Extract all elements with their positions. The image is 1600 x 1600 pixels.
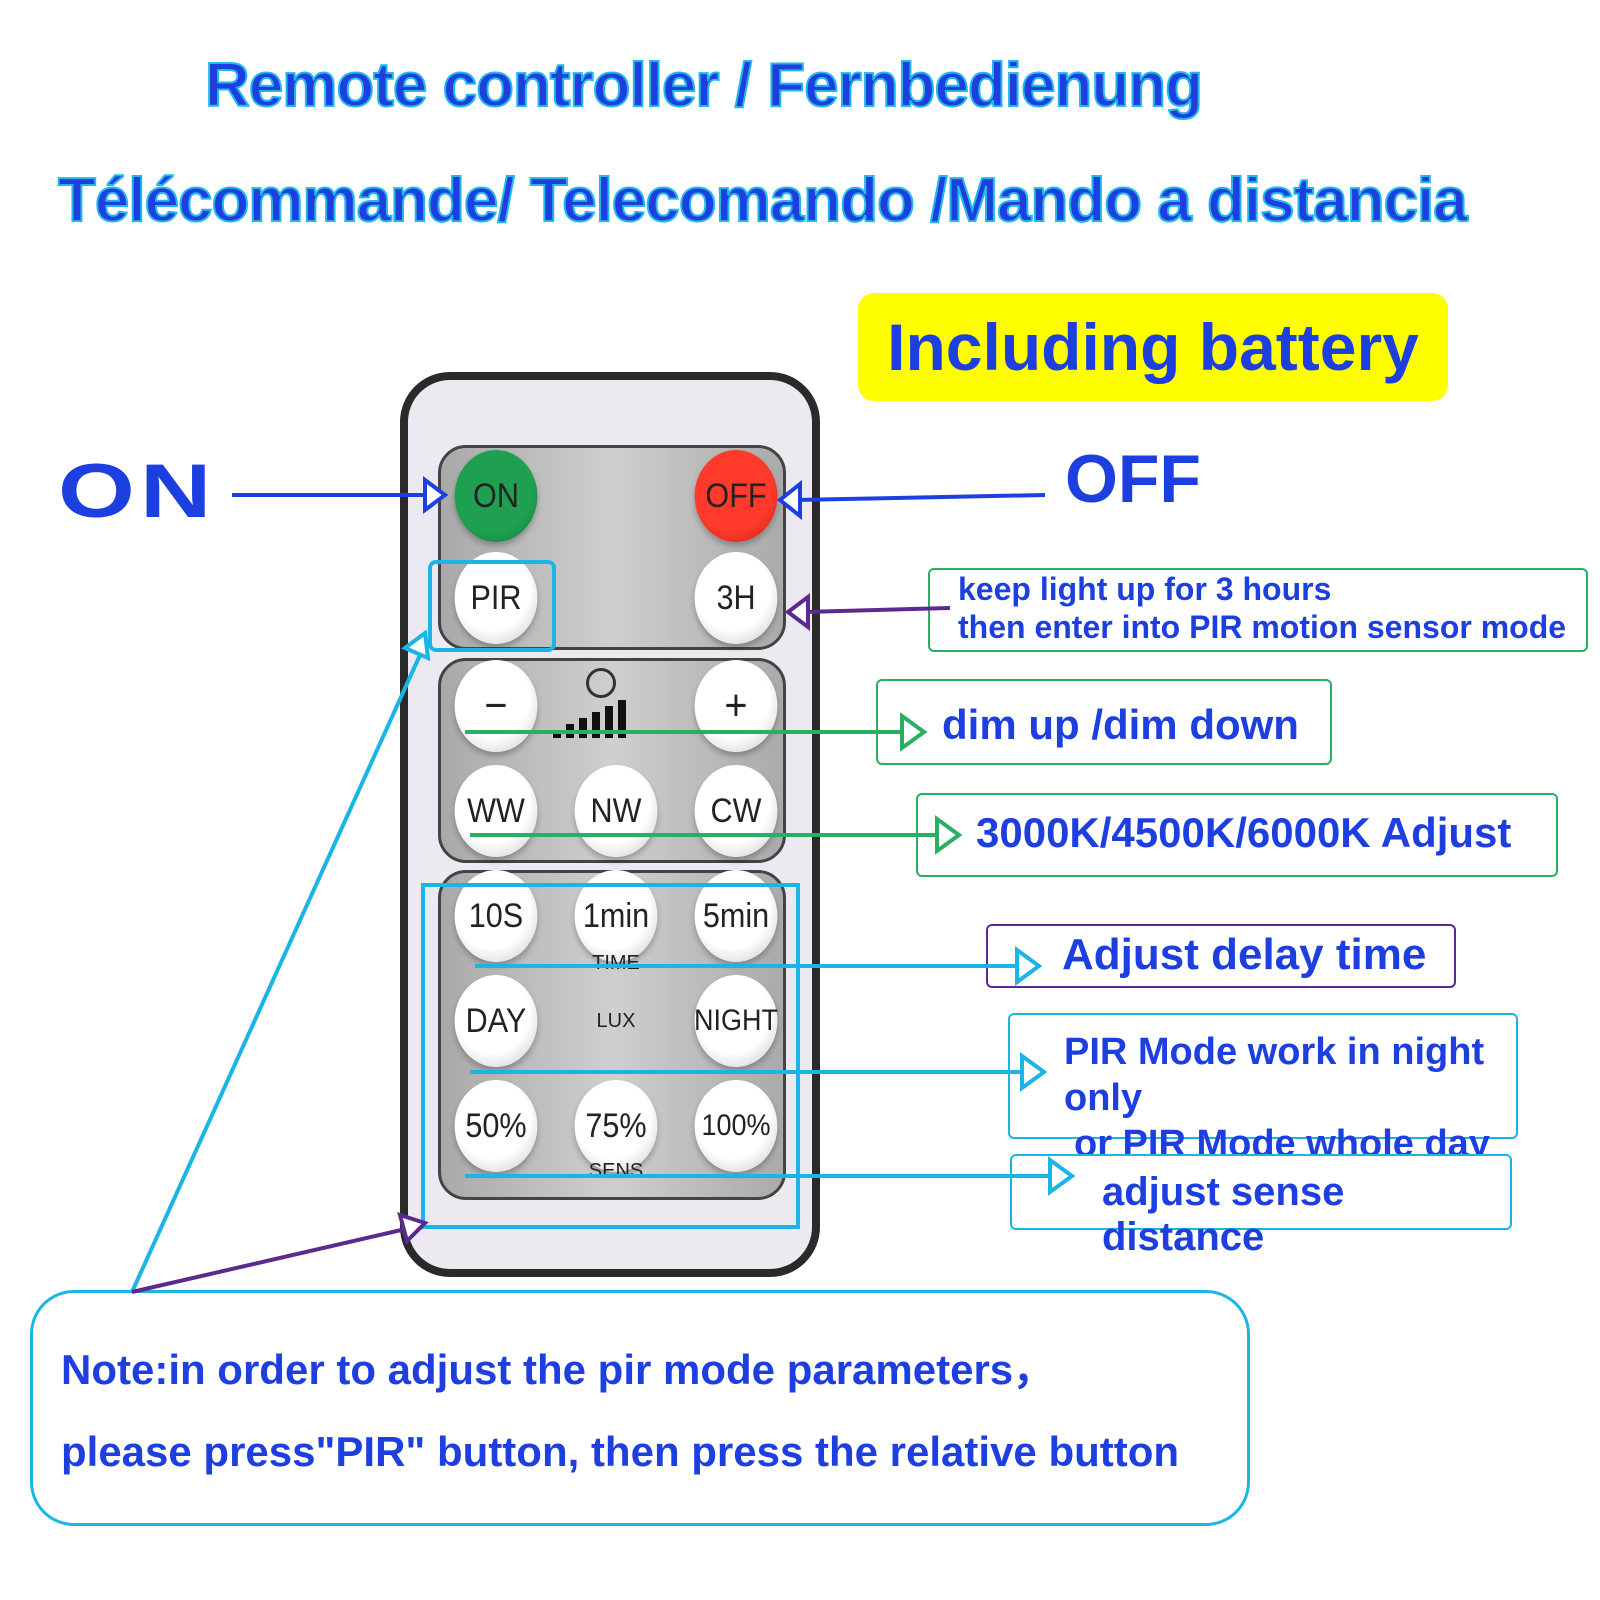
1min-button[interactable]: 1min	[574, 870, 658, 962]
on-label: ON	[58, 449, 217, 534]
10s-button[interactable]: 10S	[454, 870, 538, 962]
note-line-1: Note:in order to adjust the pir mode par…	[61, 1346, 1056, 1393]
3h-callout-line-1: keep light up for 3 hours	[958, 571, 1332, 607]
cw-button[interactable]: CW	[694, 765, 778, 857]
off-arrow-line	[794, 493, 1046, 502]
night-button[interactable]: NIGHT	[694, 975, 778, 1067]
50-percent-button[interactable]: 50%	[454, 1080, 538, 1172]
day-button[interactable]: DAY	[454, 975, 538, 1067]
cct-callout: 3000K/4500K/6000K Adjust	[916, 793, 1558, 877]
title-line-1: Remote controller / Fernbedienung	[204, 50, 1204, 121]
dim-callout: dim up /dim down	[876, 679, 1332, 765]
lux-callout: PIR Mode work in night only or PIR Mode …	[1008, 1013, 1518, 1165]
delay-callout: Adjust delay time	[986, 924, 1456, 988]
3h-callout-line-2: then enter into PIR motion sensor mode	[958, 609, 1567, 645]
remote-controller: ON OFF PIR 3H − + WW NW CW 10S 1min 5min…	[400, 372, 820, 1277]
75-percent-button[interactable]: 75%	[574, 1080, 658, 1172]
dim-down-button[interactable]: −	[454, 660, 538, 752]
100-percent-button[interactable]: 100%	[694, 1080, 778, 1172]
including-battery-badge: Including battery	[858, 293, 1448, 401]
note-to-pir-line	[130, 654, 422, 1293]
ww-button[interactable]: WW	[454, 765, 538, 857]
off-button[interactable]: OFF	[694, 450, 778, 542]
note-to-params-line	[131, 1226, 411, 1294]
title-line-2: Télécommande/ Telecomando /Mando a dista…	[57, 165, 1469, 236]
3h-button[interactable]: 3H	[694, 552, 778, 644]
pir-button[interactable]: PIR	[454, 552, 538, 644]
dim-up-button[interactable]: +	[694, 660, 778, 752]
3h-callout: keep light up for 3 hours then enter int…	[928, 568, 1588, 652]
5min-button[interactable]: 5min	[694, 870, 778, 962]
note-box: Note:in order to adjust the pir mode par…	[30, 1290, 1250, 1526]
nw-button[interactable]: NW	[574, 765, 658, 857]
brightness-icon	[586, 668, 616, 698]
time-label: TIME	[592, 952, 640, 974]
on-button[interactable]: ON	[454, 450, 538, 542]
note-line-2: please press"PIR" button, then press the…	[61, 1428, 1180, 1475]
lux-callout-line-1: PIR Mode work in night only	[1064, 1031, 1485, 1119]
lux-label: LUX	[596, 1010, 636, 1032]
off-label: OFF	[1065, 441, 1201, 517]
sens-callout: adjust sense distance	[1010, 1154, 1512, 1259]
level-bars-icon	[553, 700, 626, 738]
sens-label: SENS	[588, 1160, 644, 1182]
